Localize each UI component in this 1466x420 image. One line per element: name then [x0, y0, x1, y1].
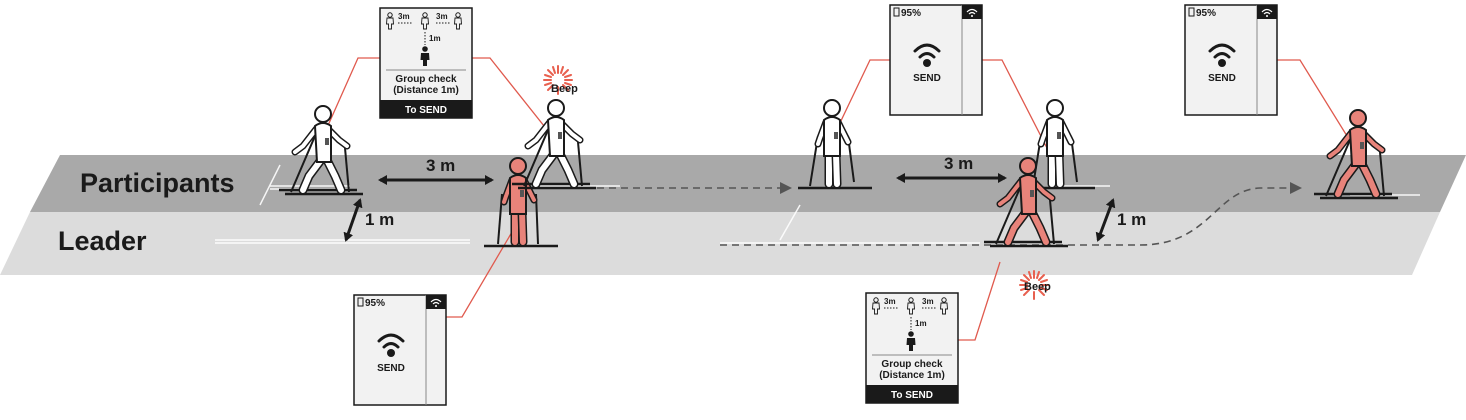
send3-wifi-tab-icon [1261, 8, 1273, 15]
distance-label-3m-2: 3 m [944, 154, 973, 173]
screen2-line2: (Distance 1m) [879, 370, 945, 381]
distance-arrow-1m-1 [343, 198, 363, 242]
screen1-top-left-distance: 3m [398, 12, 410, 21]
screen2-vertical-distance: 1m [915, 319, 927, 328]
callout-lines [317, 57, 1348, 341]
send1-wifi-tab-icon [430, 298, 442, 305]
screen1-line2: (Distance 1m) [393, 85, 459, 96]
group-check-screen-1: 3m 3m 1m Group check (Distance 1m) To SE… [379, 7, 473, 119]
screen2-top-right-distance: 3m [922, 297, 934, 306]
screen1-action-bar: To SEND [405, 105, 447, 116]
send3-label: SEND [1208, 73, 1236, 84]
send3-battery: 95% [1196, 8, 1216, 19]
send-screen-2: 95% SEND [889, 4, 983, 116]
screen1-top-right-distance: 3m [436, 12, 448, 21]
participants-lane [30, 155, 1466, 212]
beep-label-1: Beep [551, 83, 578, 95]
screen2-action-bar: To SEND [891, 390, 933, 401]
leader-label: Leader [58, 226, 147, 256]
send1-battery: 95% [365, 298, 385, 309]
send1-label: SEND [377, 363, 405, 374]
send2-wifi-tab-icon [966, 8, 978, 15]
participants-label: Participants [80, 168, 235, 198]
distance-label-3m-1: 3 m [426, 156, 455, 175]
screen1-line1: Group check [395, 74, 457, 85]
send3-signal-icon [1208, 43, 1236, 59]
send-screen-1: 95% SEND [353, 294, 447, 406]
distance-label-1m-1: 1 m [365, 210, 394, 229]
group-check-screen-2: 3m 3m 1m Group check (Distance 1m) To SE… [865, 292, 959, 404]
distance-label-1m-2: 1 m [1117, 210, 1146, 229]
send2-battery: 95% [901, 8, 921, 19]
screen2-top-left-distance: 3m [884, 297, 896, 306]
send2-signal-icon [913, 43, 941, 59]
screen1-vertical-distance: 1m [429, 34, 441, 43]
send2-label: SEND [913, 73, 941, 84]
leader-route-dashed [720, 182, 1302, 246]
distance-arrow-1m-2 [1095, 198, 1116, 242]
beep-label-2: Beep [1024, 281, 1051, 293]
send-screen-3: 95% SEND [1184, 4, 1278, 116]
screen2-line1: Group check [881, 359, 943, 370]
send1-signal-icon [377, 333, 405, 349]
